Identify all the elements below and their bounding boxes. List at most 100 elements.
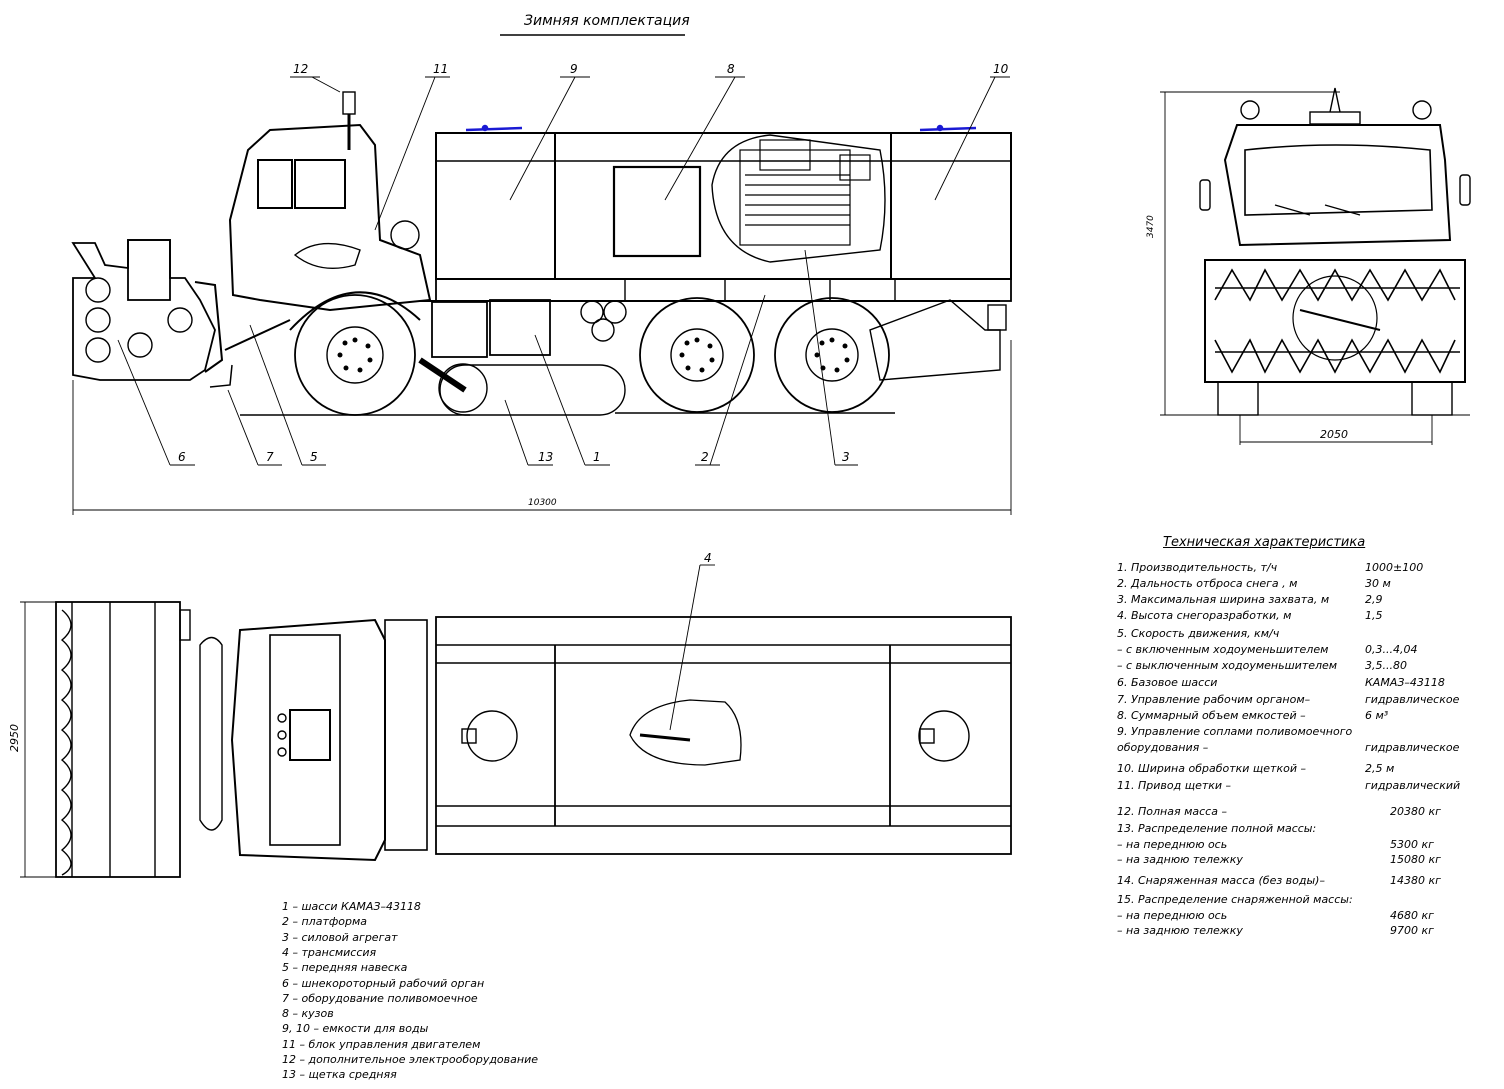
callout-6: 6 — [178, 450, 186, 464]
spec-label: 3. Максимальная ширина захвата, м — [1117, 593, 1330, 606]
spec-value: 9700 кг — [1390, 924, 1434, 937]
front-hitch — [194, 281, 224, 373]
rear-wheel-2 — [774, 297, 890, 413]
roof-beacon-base — [1309, 111, 1361, 125]
spec-label: 2. Дальность отброса снега , м — [1117, 577, 1298, 590]
callout-13: 13 — [538, 450, 554, 464]
cab-top — [230, 618, 386, 862]
spare-wheel — [390, 220, 420, 250]
legend-item: 7 – оборудование поливомоечное — [282, 991, 478, 1005]
body-top — [435, 616, 1012, 855]
spec-value: 20380 кг — [1390, 805, 1441, 818]
callout-4: 4 — [704, 551, 712, 565]
auger-top — [1214, 268, 1456, 302]
legend-item: 9, 10 – емкости для воды — [282, 1022, 429, 1036]
snow-blower — [71, 239, 216, 381]
mirror-left — [1199, 179, 1211, 211]
wheel-right — [1411, 381, 1453, 416]
hitch-top — [199, 636, 223, 831]
legend-item: 11 – блок управления двигателем — [282, 1037, 481, 1051]
handrail-rear — [919, 124, 977, 132]
cab-window-right — [294, 159, 346, 209]
spec-value: гидравлическое — [1365, 693, 1460, 706]
spec-label: 11. Привод щетки – — [1117, 779, 1232, 792]
spec-label: 12. Полная масса – — [1117, 805, 1227, 818]
spec-value: 5300 кг — [1390, 838, 1434, 851]
cab-front — [1223, 124, 1452, 247]
callout-9: 9 — [570, 62, 578, 76]
spec-value: 2,5 м — [1365, 762, 1395, 775]
wheel-left — [1217, 381, 1259, 416]
battery-box — [431, 301, 488, 358]
spec-label: 5. Скорость движения, км/ч — [1117, 627, 1280, 640]
middle-brush — [439, 364, 626, 416]
legend-item: 12 – дополнительное электрооборудование — [282, 1053, 538, 1066]
legend-item: 3 – силовой агрегат — [282, 930, 398, 944]
rear-light — [987, 304, 1007, 331]
spec-value: 1,5 — [1365, 609, 1383, 622]
platform — [435, 278, 1012, 302]
engine-cutout — [711, 134, 886, 263]
fuel-tank — [489, 299, 551, 356]
spec-label: 6. Базовое шасси — [1117, 676, 1218, 689]
spec-label: 7. Управление рабочим органом– — [1117, 693, 1311, 706]
windshield — [1244, 144, 1433, 216]
spec-label: – с выключенным ходоуменьшителем — [1117, 659, 1338, 672]
callout-11: 11 — [433, 62, 449, 76]
spec-value: гидравлический — [1365, 779, 1461, 792]
handrail-front — [465, 124, 523, 132]
callout-1: 1 — [593, 450, 601, 464]
body-hatch — [612, 165, 702, 258]
top-dimensions — [20, 601, 56, 878]
dimension-height: 3470 — [1146, 215, 1156, 238]
tank-hatch-front — [466, 710, 518, 762]
spec-value: КАМАЗ–43118 — [1365, 676, 1445, 689]
spec-value: гидравлическое — [1365, 741, 1460, 754]
rear-bumper — [869, 299, 1001, 381]
front-wheel — [294, 294, 416, 416]
spec-label: 15. Распределение снаряженной массы: — [1117, 893, 1353, 906]
dimension-blower-width: 2950 — [8, 724, 21, 752]
spec-label: 8. Суммарный объем емкостей – — [1117, 709, 1306, 722]
front-view — [1160, 87, 1471, 445]
spec-value: 15080 кг — [1390, 853, 1441, 866]
dimension-track: 2050 — [1320, 428, 1348, 441]
auger-bottom — [1214, 338, 1456, 374]
leader-lines — [117, 76, 1010, 466]
tank-hatch-rear — [918, 710, 970, 762]
spec-value: 30 м — [1365, 577, 1391, 590]
engine-detail — [739, 139, 871, 246]
blower-top — [55, 601, 181, 878]
length-dimension — [72, 340, 1012, 515]
spec-label: – на переднюю ось — [1117, 909, 1228, 922]
spec-value: 4680 кг — [1390, 909, 1434, 922]
spec-label: – на переднюю ось — [1117, 838, 1228, 851]
callout-2: 2 — [701, 450, 709, 464]
spec-value: 1000±100 — [1365, 561, 1424, 574]
auger-top-view — [60, 609, 72, 876]
spec-label: 9. Управление соплами поливомоечного — [1117, 725, 1353, 738]
callout-7: 7 — [266, 450, 274, 464]
legend-item: 1 – шасси КАМАЗ–43118 — [282, 900, 421, 913]
callout-8: 8 — [727, 62, 735, 76]
spec-label: – на заднюю тележку — [1117, 924, 1243, 937]
cab — [228, 123, 432, 312]
legend-item: 6 – шнекороторный рабочий орган — [282, 976, 485, 990]
spec-label: – с включенным ходоуменьшителем — [1117, 643, 1329, 656]
front-dimensions — [1160, 91, 1470, 445]
callout-5: 5 — [310, 450, 318, 464]
legend-item: 4 – трансмиссия — [282, 945, 377, 959]
spec-value: 0,3...4,04 — [1365, 643, 1418, 656]
spec-label: 4. Высота снегоразработки, м — [1117, 609, 1292, 622]
spec-label: 14. Снаряженная масса (без воды)– — [1117, 874, 1325, 887]
beacon — [342, 91, 356, 115]
spec-value: 14380 кг — [1390, 874, 1441, 887]
blower-housing — [1204, 259, 1466, 383]
spec-value: 2,9 — [1365, 593, 1383, 606]
roof-light-left — [1240, 100, 1260, 120]
spec-label: – на заднюю тележку — [1117, 853, 1243, 866]
dimension-length: 10300 — [528, 498, 557, 508]
top-view — [20, 564, 1012, 878]
drawing-title: Зимняя комплектация — [524, 13, 690, 29]
